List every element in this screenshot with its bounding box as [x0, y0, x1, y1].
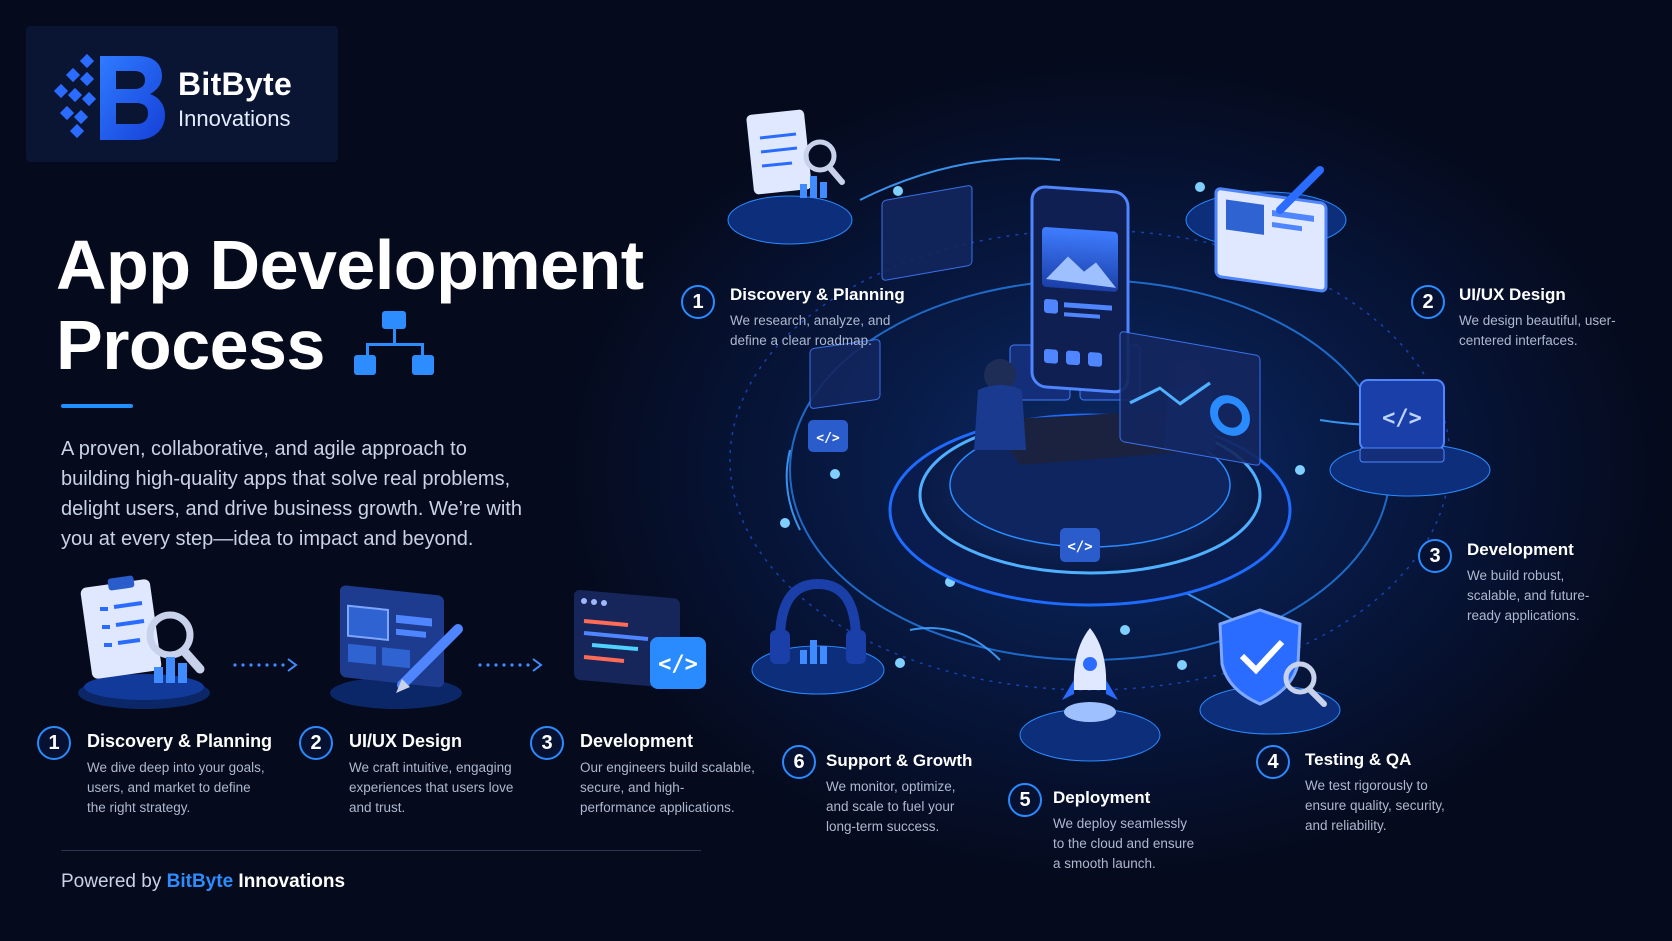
- cycle-step-number-badge: 1: [681, 285, 715, 319]
- step-description: We dive deep into your goals, users, and…: [87, 760, 265, 815]
- cycle-step-title: Support & Growth: [826, 751, 973, 770]
- hierarchy-icon: [354, 311, 434, 375]
- svg-text:</>: </>: [1382, 406, 1422, 431]
- arrow-right-icon: [478, 658, 543, 672]
- cycle-step-description: We test rigorously to ensure quality, se…: [1305, 778, 1445, 833]
- footer-brand-part-1: BitByte: [166, 871, 234, 892]
- cycle-step-description: We monitor, optimize, and scale to fuel …: [826, 779, 956, 834]
- process-cycle-illustration: </> </>: [727, 109, 1491, 762]
- page-title-line-1: App Development: [56, 226, 644, 304]
- powered-by-prefix: Powered by: [61, 871, 162, 892]
- cycle-step-number-badge: 3: [1418, 539, 1452, 573]
- footer-divider: [61, 850, 701, 851]
- powered-by-footer: Powered by BitByte Innovations: [61, 871, 345, 893]
- step-number-badge: 2: [299, 726, 333, 760]
- arrow-right-icon: [233, 658, 298, 672]
- step-description: Our engineers build scalable, secure, an…: [580, 760, 755, 815]
- step-description: We craft intuitive, engaging experiences…: [349, 760, 514, 815]
- cycle-step-number-badge: 4: [1256, 745, 1290, 779]
- cycle-step-number-badge: 2: [1411, 285, 1445, 319]
- step-number-badge: 1: [37, 726, 71, 760]
- server-code-icon: </>: [1329, 379, 1491, 497]
- bitbyte-logo-icon: [53, 53, 165, 140]
- design-monitor-icon: [1185, 166, 1347, 293]
- design-screen-pen-icon: [330, 585, 463, 709]
- cycle-step-description: We deploy seamlessly to the cloud and en…: [1053, 816, 1195, 871]
- svg-text:</>: </>: [658, 652, 698, 677]
- intro-paragraph: A proven, collaborative, and agile appro…: [61, 438, 522, 550]
- brand-subtitle: Innovations: [178, 106, 291, 131]
- discovery-clipboard-icon: [727, 109, 853, 245]
- cycle-step-number-badge: 6: [782, 745, 816, 779]
- svg-text:</>: </>: [816, 431, 840, 446]
- step-number-badge: 3: [530, 726, 564, 760]
- shield-check-icon: [1199, 608, 1341, 735]
- cycle-step-title: Testing & QA: [1305, 750, 1412, 769]
- brand-name: BitByte: [178, 66, 293, 102]
- svg-text:</>: </>: [1067, 539, 1092, 555]
- cycle-step-description: We build robust, scalable, and future-re…: [1467, 568, 1590, 623]
- step-title: Discovery & Planning: [87, 731, 273, 751]
- page-title-line-2: Process: [56, 306, 325, 384]
- code-window-icon: </>: [574, 590, 706, 689]
- cycle-step-number-badge: 5: [1008, 783, 1042, 817]
- step-title: Development: [580, 731, 694, 751]
- footer-brand-part-2: Innovations: [238, 871, 346, 892]
- rocket-icon: [1019, 628, 1161, 762]
- cycle-step-description: We design beautiful, user-centered inter…: [1459, 313, 1616, 348]
- cycle-step-title: UI/UX Design: [1459, 285, 1566, 304]
- headphones-icon: [751, 578, 885, 695]
- step-title: UI/UX Design: [349, 731, 463, 751]
- cycle-step-description: We research, analyze, and define a clear…: [730, 313, 891, 348]
- cycle-step-title: Deployment: [1053, 788, 1151, 807]
- cycle-step-title: Development: [1467, 540, 1574, 559]
- cycle-step-title: Discovery & Planning: [730, 285, 905, 304]
- clipboard-magnifier-icon: [78, 575, 210, 709]
- title-accent-rule: [61, 404, 133, 408]
